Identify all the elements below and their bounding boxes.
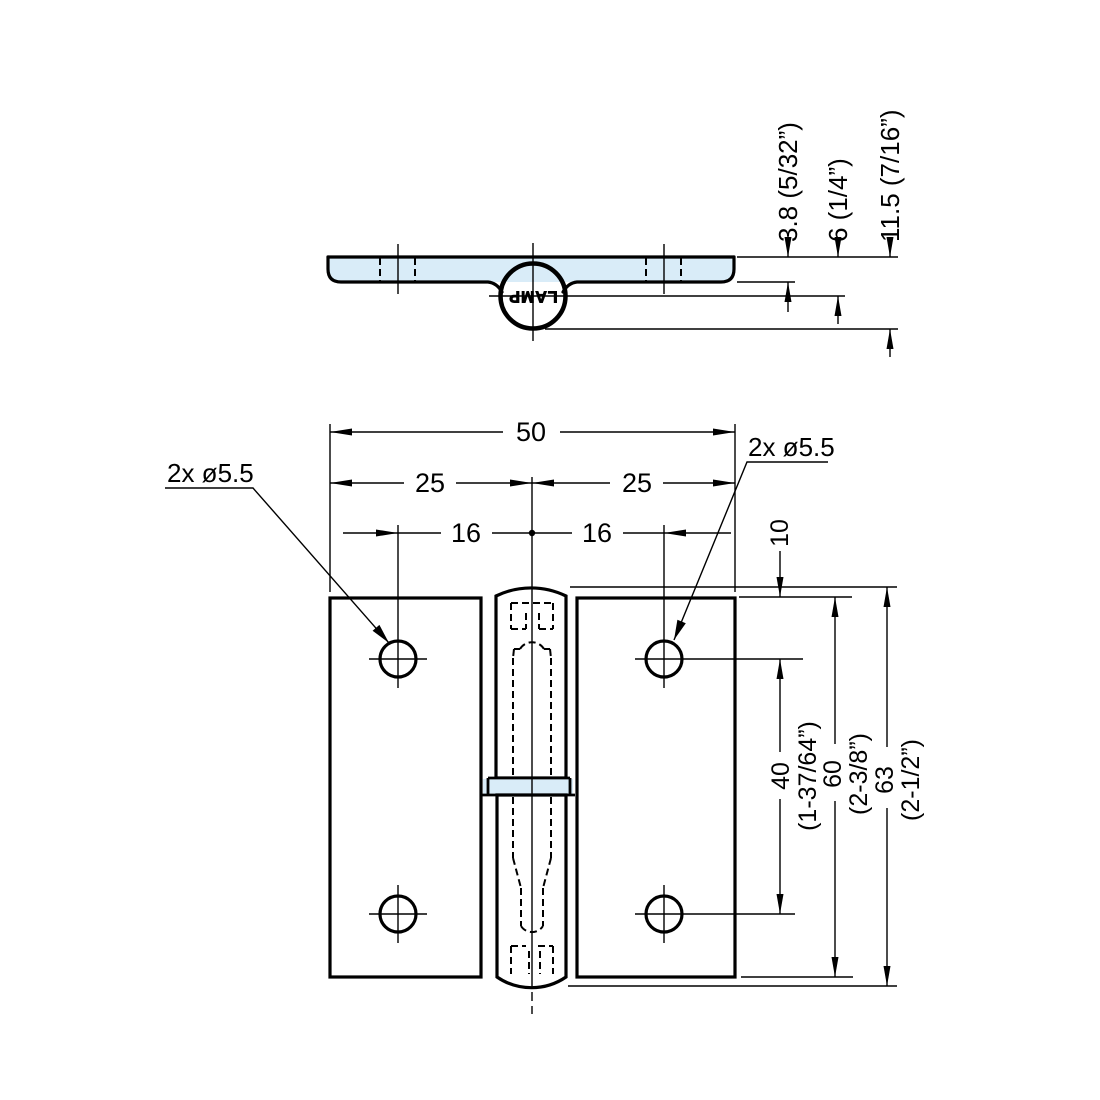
top-view-outline: [326, 255, 736, 294]
hole-callout-left-label: 2x ø5.5: [167, 458, 254, 488]
hidden-pin-lines: [510, 602, 554, 974]
top-view: LAMP 3.8 (5/32”) 6 (1/4”) 11.5 (7/16”): [326, 110, 905, 357]
dim-overall-width: 50: [516, 417, 546, 447]
dim-overall-depth-label: 11.5 (7/16”): [875, 110, 905, 242]
dim-hole-offset-right: 16: [582, 518, 612, 548]
dim-hole-offset-left: 16: [451, 518, 481, 548]
top-view-dimension-lines: [784, 237, 894, 357]
top-view-extension-lines: [545, 256, 898, 330]
dim-overall-height: 63: [871, 766, 899, 794]
dim-hole-pitch-inch: (1-37/64”): [794, 721, 822, 831]
dim-leaf-height-inch: (2-3/8”): [845, 733, 873, 815]
dim-overall-height-inch: (2-1/2”): [897, 739, 925, 821]
right-leaf-plate: [575, 596, 737, 979]
screw-holes: [369, 639, 803, 943]
hole-callout-left: 2x ø5.5: [165, 458, 390, 644]
top-view-leaf-fill: [328, 257, 734, 282]
top-view-hidden-hole-lines: [379, 258, 682, 281]
brand-logo: LAMP: [508, 288, 557, 305]
dim-left-half: 25: [415, 468, 445, 498]
dim-surface-to-center-label: 6 (1/4”): [823, 158, 853, 242]
knuckle-column: [481, 586, 575, 990]
left-leaf-plate: [328, 596, 483, 979]
front-view-extension-lines: [329, 424, 897, 1014]
dim-right-half: 25: [622, 468, 652, 498]
knuckle-upper: [494, 586, 568, 780]
dim-thickness-label: 3.8 (5/32”): [773, 122, 803, 242]
hole-callout-right-label: 2x ø5.5: [748, 432, 835, 462]
dim-top-edge-to-hole: 10: [766, 519, 794, 547]
front-view-dimension-lines: [330, 428, 891, 986]
knuckle-lower: [495, 793, 568, 990]
hole-callout-right: 2x ø5.5: [673, 432, 835, 641]
knuckle-collar: [481, 776, 575, 797]
dim-hole-pitch: 40: [767, 762, 795, 790]
dim-leaf-height: 60: [819, 760, 847, 788]
front-view: 2x ø5.5 2x ø5.5 50 25 25 16 16 10 40 (1-…: [165, 417, 925, 1014]
